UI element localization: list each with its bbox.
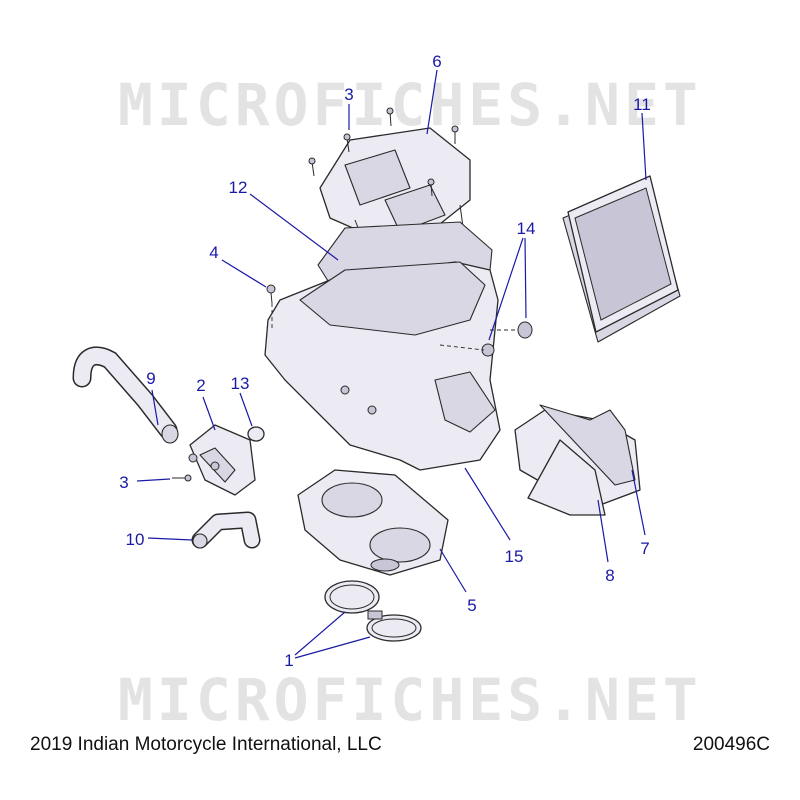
callout-7: 7 [640,539,649,558]
diagram-id: 200496C [692,734,770,755]
airbox-cover [319,127,471,241]
intake-boot [297,469,449,576]
callout-1: 1 [284,651,293,670]
air-filter-element [562,175,681,343]
valve-screw [172,474,192,482]
leader-lines [136,69,647,659]
callout-12: 12 [229,178,248,197]
callout-3-left: 3 [119,473,128,492]
callout-4: 4 [209,243,218,262]
callout-13: 13 [231,374,250,393]
callout-6: 6 [432,52,441,71]
callout-2: 2 [196,376,205,395]
callout-15: 15 [505,547,524,566]
callout-11: 11 [633,95,651,114]
callout-8: 8 [605,566,614,585]
airbox-housing [264,261,501,471]
callout-14: 14 [517,219,536,238]
breather-hose [72,346,179,444]
watermark-bottom: MICROFICHES.NET [118,666,702,734]
grommet [439,321,533,351]
side-screw [266,284,276,330]
intake-ducts [514,404,641,516]
o-ring [247,426,265,442]
callout-9: 9 [146,369,155,388]
callout-5: 5 [467,596,476,615]
hose-clamps [324,580,422,642]
elbow-hose [191,511,261,549]
breather-valve [188,424,256,496]
callout-3-top: 3 [344,85,353,104]
copyright-text: 2019 Indian Motorcycle International, LL… [30,734,382,755]
watermark-top: MICROFICHES.NET [118,71,702,139]
callouts: 6 3 11 12 4 14 9 2 13 3 10 15 7 8 5 1 [119,52,651,670]
cover-screws [308,107,459,259]
callout-10: 10 [126,530,145,549]
